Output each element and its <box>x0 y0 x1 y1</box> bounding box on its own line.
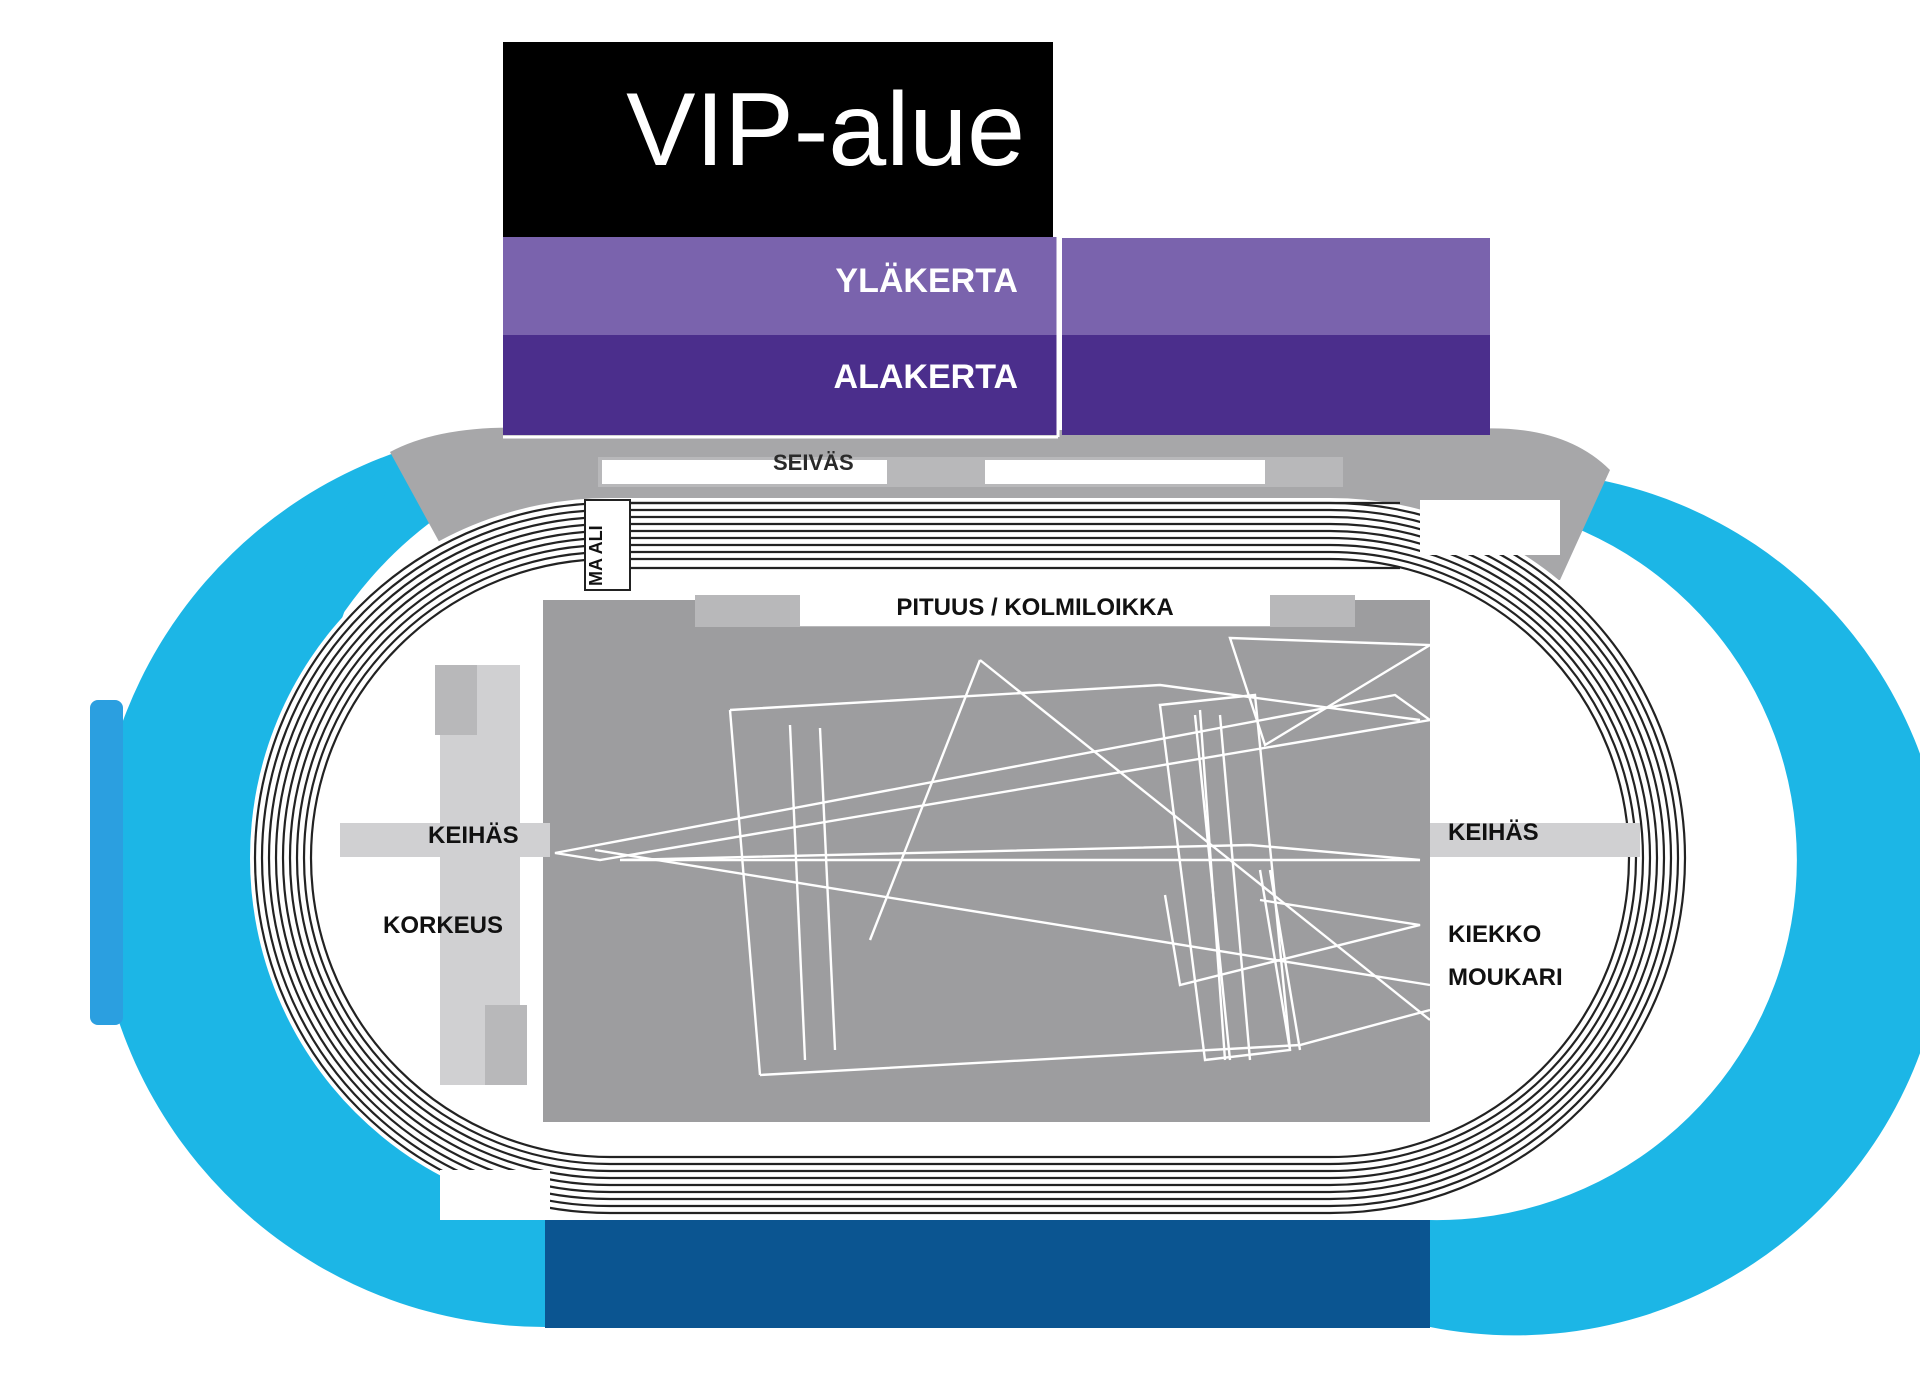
main-stand <box>503 42 1490 439</box>
javelin-left-runway <box>340 823 550 857</box>
corner-box-nw <box>440 1170 550 1220</box>
hurdles-lane-label: MA ALI <box>586 525 606 586</box>
vip-area[interactable] <box>503 42 1053 237</box>
discus-label: KIEKKO <box>1448 921 1541 948</box>
javelin-left-label: KEIHÄS <box>428 822 519 849</box>
upper-stand-label: YLÄKERTA <box>835 262 1018 300</box>
javelin-right-label: KEIHÄS <box>1448 819 1539 846</box>
upper-stand[interactable] <box>503 237 1058 335</box>
home-stand[interactable] <box>545 1220 1430 1328</box>
lower-stand-label: ALAKERTA <box>834 358 1018 396</box>
high-jump-label: KORKEUS <box>383 912 503 939</box>
upper-stand-east[interactable] <box>1062 238 1490 335</box>
long-jump-label: PITUUS / KOLMILOIKKA <box>896 594 1173 621</box>
long-jump-label-box <box>800 590 1270 626</box>
throwing-sectors <box>554 636 1435 1077</box>
corner-box-ne <box>1420 500 1560 555</box>
javelin-right-runway <box>1430 823 1640 857</box>
pole-vault-label: SEIVÄS <box>773 450 854 475</box>
west-stand[interactable] <box>94 451 545 1327</box>
high-jump-mat-top <box>435 665 477 735</box>
pole-vault-box-2 <box>985 460 1265 484</box>
lower-stand-east[interactable] <box>1062 335 1490 435</box>
pole-vault-box-1 <box>602 460 887 484</box>
lower-stand[interactable] <box>503 335 1058 435</box>
east-stand[interactable] <box>1430 480 1920 1336</box>
vip-title: VIP-alue <box>626 72 1025 188</box>
high-jump-mat-bottom <box>485 1005 527 1085</box>
hurdles-strip <box>584 499 631 591</box>
hammer-label: MOUKARI <box>1448 964 1563 991</box>
side-bar-marker <box>90 700 123 1025</box>
